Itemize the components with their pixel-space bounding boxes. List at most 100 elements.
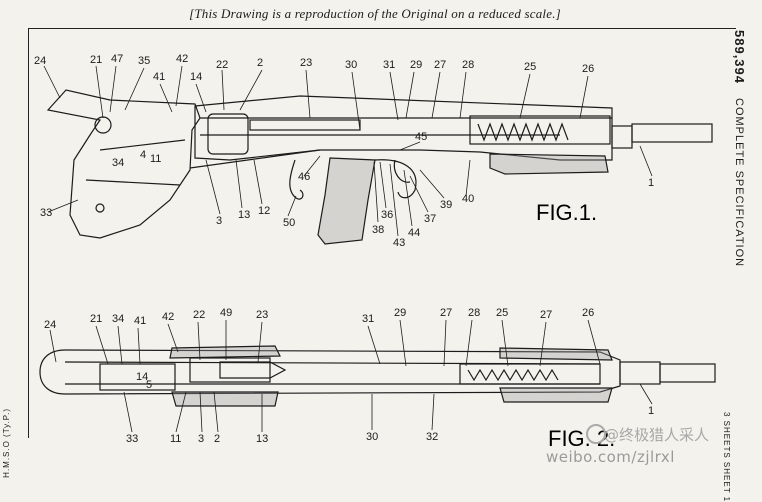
fig1-callout-41: 41 bbox=[153, 71, 165, 83]
fig2-callout-14: 14 bbox=[136, 371, 148, 383]
fig1-drawing bbox=[46, 89, 713, 245]
fig1-recoil-spring bbox=[477, 122, 569, 142]
sheet-count-text: 3 SHEETS SHEET 1 bbox=[722, 412, 731, 502]
fig2-callout-29: 29 bbox=[394, 307, 406, 319]
side-margin-right: 589,394 COMPLETE SPECIFICATION bbox=[732, 30, 756, 280]
fig2-callout-21: 21 bbox=[90, 313, 102, 325]
fig1-stock-hinge bbox=[94, 116, 112, 134]
fig2-callout-34: 34 bbox=[112, 313, 124, 325]
fig1-callout-26: 26 bbox=[582, 63, 594, 75]
fig2-callout-3: 3 bbox=[198, 433, 204, 445]
watermark-url: weibo.com/zjlrxl bbox=[546, 448, 675, 466]
fig1-callout-25: 25 bbox=[524, 61, 536, 73]
watermark-handle: @终极猎人采人 bbox=[604, 426, 710, 444]
fig2-callout-26: 26 bbox=[582, 307, 594, 319]
fig1-callout-30: 30 bbox=[345, 59, 357, 71]
fig2-stock-mechanism bbox=[99, 363, 176, 391]
fig1-callout-37: 37 bbox=[424, 213, 436, 225]
frame-left-rule bbox=[28, 28, 29, 438]
fig1-foregrip bbox=[489, 153, 609, 175]
fig1-label: FIG.1. bbox=[536, 200, 597, 225]
fig1-callout-1: 1 bbox=[648, 177, 654, 189]
fig2-callout-25: 25 bbox=[496, 307, 508, 319]
fig1-barrel-collar bbox=[611, 125, 633, 149]
fig1-callout-36: 36 bbox=[381, 209, 393, 221]
fig1-stock bbox=[46, 89, 201, 239]
fig2-callout-33: 33 bbox=[126, 433, 138, 445]
fig1-callout-21: 21 bbox=[90, 54, 102, 66]
fig1-callout-50: 50 bbox=[283, 217, 295, 229]
fig2-drawing bbox=[39, 345, 716, 407]
fig2-callout-30: 30 bbox=[366, 431, 378, 443]
fig1-callout-3: 3 bbox=[216, 215, 222, 227]
fig1-callout-45: 45 bbox=[415, 131, 427, 143]
fig1-callout-22: 22 bbox=[216, 59, 228, 71]
fig2-callout-27b: 27 bbox=[540, 309, 552, 321]
fig1-callout-34: 34 bbox=[112, 157, 124, 169]
fig2-callout-1: 1 bbox=[648, 405, 654, 417]
fig2-recoil-spring-housing bbox=[459, 363, 601, 385]
fig2-callout-2: 2 bbox=[214, 433, 220, 445]
fig2-callouts: 24 21 34 41 42 22 49 23 31 29 27 28 25 2… bbox=[44, 307, 654, 445]
fig1-callout-35: 35 bbox=[138, 55, 150, 67]
fig1-callout-28: 28 bbox=[462, 59, 474, 71]
fig1-callout-24: 24 bbox=[34, 55, 46, 67]
fig2-barrel bbox=[659, 363, 716, 383]
fig1-callout-43: 43 bbox=[393, 237, 405, 249]
fig1-folding-lever bbox=[289, 159, 304, 200]
fig1-recoil-spring-housing bbox=[469, 115, 611, 145]
fig2-bolt-head bbox=[219, 361, 287, 379]
fig1-stock-strut bbox=[189, 149, 321, 169]
fig2-foregrip bbox=[499, 347, 613, 403]
weibo-logo-icon bbox=[586, 424, 606, 444]
reproduction-caption: [This Drawing is a reproduction of the O… bbox=[189, 6, 561, 21]
fig2-callout-11: 11 bbox=[170, 433, 181, 445]
fig1-callout-42: 42 bbox=[176, 53, 188, 65]
fig1-callout-2: 2 bbox=[257, 57, 263, 69]
fig1-callout-4: 4 bbox=[140, 149, 146, 161]
leader-lines bbox=[43, 65, 653, 433]
fig1-pistol-grip bbox=[317, 157, 376, 245]
gun-drawing: 24 21 47 35 42 41 14 22 2 23 30 31 29 27… bbox=[34, 53, 716, 451]
fig1-callout-38: 38 bbox=[372, 224, 384, 236]
fig1-callout-44: 44 bbox=[408, 227, 420, 239]
fig2-callout-41: 41 bbox=[134, 315, 146, 327]
sheet-count: 3 SHEETS SHEET 1 bbox=[722, 412, 758, 502]
patent-drawing-sheet: [This Drawing is a reproduction of the O… bbox=[2, 6, 756, 502]
fig2-callout-31: 31 bbox=[362, 313, 374, 325]
fig1-barrel bbox=[631, 123, 713, 143]
fig1-callout-23: 23 bbox=[300, 57, 312, 69]
fig2-callout-27a: 27 bbox=[440, 307, 452, 319]
fig1-callout-13: 13 bbox=[238, 209, 250, 221]
fig1-stock-frame-lines bbox=[85, 139, 186, 186]
fig1-callout-27: 27 bbox=[434, 59, 446, 71]
fig1-callout-31: 31 bbox=[383, 59, 395, 71]
fig1-callout-47: 47 bbox=[111, 53, 123, 65]
fig2-callout-23: 23 bbox=[256, 309, 268, 321]
fig1-callout-40: 40 bbox=[462, 193, 474, 205]
fig2-callout-24: 24 bbox=[44, 319, 56, 331]
fig1-bolt bbox=[249, 119, 361, 131]
fig2-rear-grip bbox=[169, 345, 281, 407]
fig2-callout-42: 42 bbox=[162, 311, 174, 323]
fig2-barrel-collar bbox=[619, 361, 661, 385]
frame-top-rule bbox=[28, 28, 736, 29]
fig1-trigger bbox=[393, 159, 411, 183]
fig1-trigger-guard bbox=[374, 159, 417, 199]
fig1-receiver bbox=[194, 95, 613, 161]
fig1-stock-pin bbox=[95, 203, 105, 213]
fig1-callout-14: 14 bbox=[190, 71, 202, 83]
fig1-callout-11: 11 bbox=[150, 153, 161, 165]
fig1-callout-46: 46 bbox=[298, 171, 310, 183]
spec-title: COMPLETE SPECIFICATION bbox=[733, 98, 745, 268]
fig2-breech-block bbox=[189, 357, 271, 383]
fig2-callout-22: 22 bbox=[193, 309, 205, 321]
fig1-callout-12: 12 bbox=[258, 205, 270, 217]
fig1-callout-39: 39 bbox=[440, 199, 452, 211]
fig1-callouts: 24 21 47 35 42 41 14 22 2 23 30 31 29 27… bbox=[34, 53, 654, 249]
fig2-callout-32: 32 bbox=[426, 431, 438, 443]
fig2-callout-5: 5 bbox=[146, 379, 152, 391]
fig2-recoil-spring bbox=[467, 368, 559, 382]
fig2-callout-28: 28 bbox=[468, 307, 480, 319]
patent-number: 589,394 bbox=[732, 30, 747, 84]
